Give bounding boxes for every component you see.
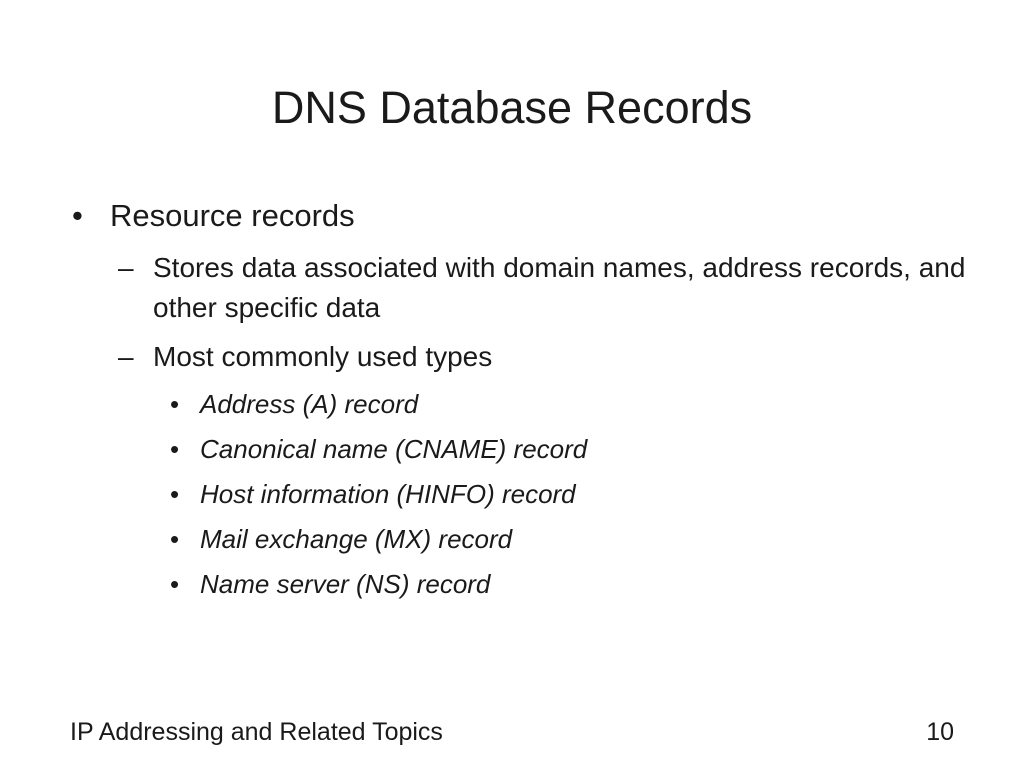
- dot-marker: •: [170, 479, 180, 509]
- sub-bullet-text: Most commonly used types: [153, 341, 493, 372]
- slide-title: DNS Database Records: [271, 82, 753, 133]
- dot-marker: •: [170, 434, 180, 464]
- dash-marker: –: [118, 341, 134, 372]
- footer-title: IP Addressing and Related Topics: [70, 718, 443, 746]
- record-type-text: Host information (HINFO) record: [200, 479, 576, 509]
- page-number: 10: [926, 718, 954, 746]
- bullet-text: Resource records: [110, 198, 355, 233]
- record-type-text: Mail exchange (MX) record: [200, 524, 513, 554]
- sub-bullet-text: Stores data associated with domain names…: [153, 252, 966, 323]
- sub-bullet-stores-data: – Stores data associated with domain nam…: [118, 248, 968, 328]
- dot-marker: •: [170, 569, 180, 599]
- dash-marker: –: [118, 252, 134, 283]
- record-type-text: Address (A) record: [200, 389, 419, 419]
- sub-bullet-common-types: – Most commonly used types: [118, 337, 968, 377]
- record-type-text: Canonical name (CNAME) record: [200, 434, 588, 464]
- dot-marker: •: [170, 524, 180, 554]
- bullet-marker: •: [72, 198, 83, 233]
- dot-marker: •: [170, 389, 180, 419]
- record-type-text: Name server (NS) record: [200, 569, 491, 599]
